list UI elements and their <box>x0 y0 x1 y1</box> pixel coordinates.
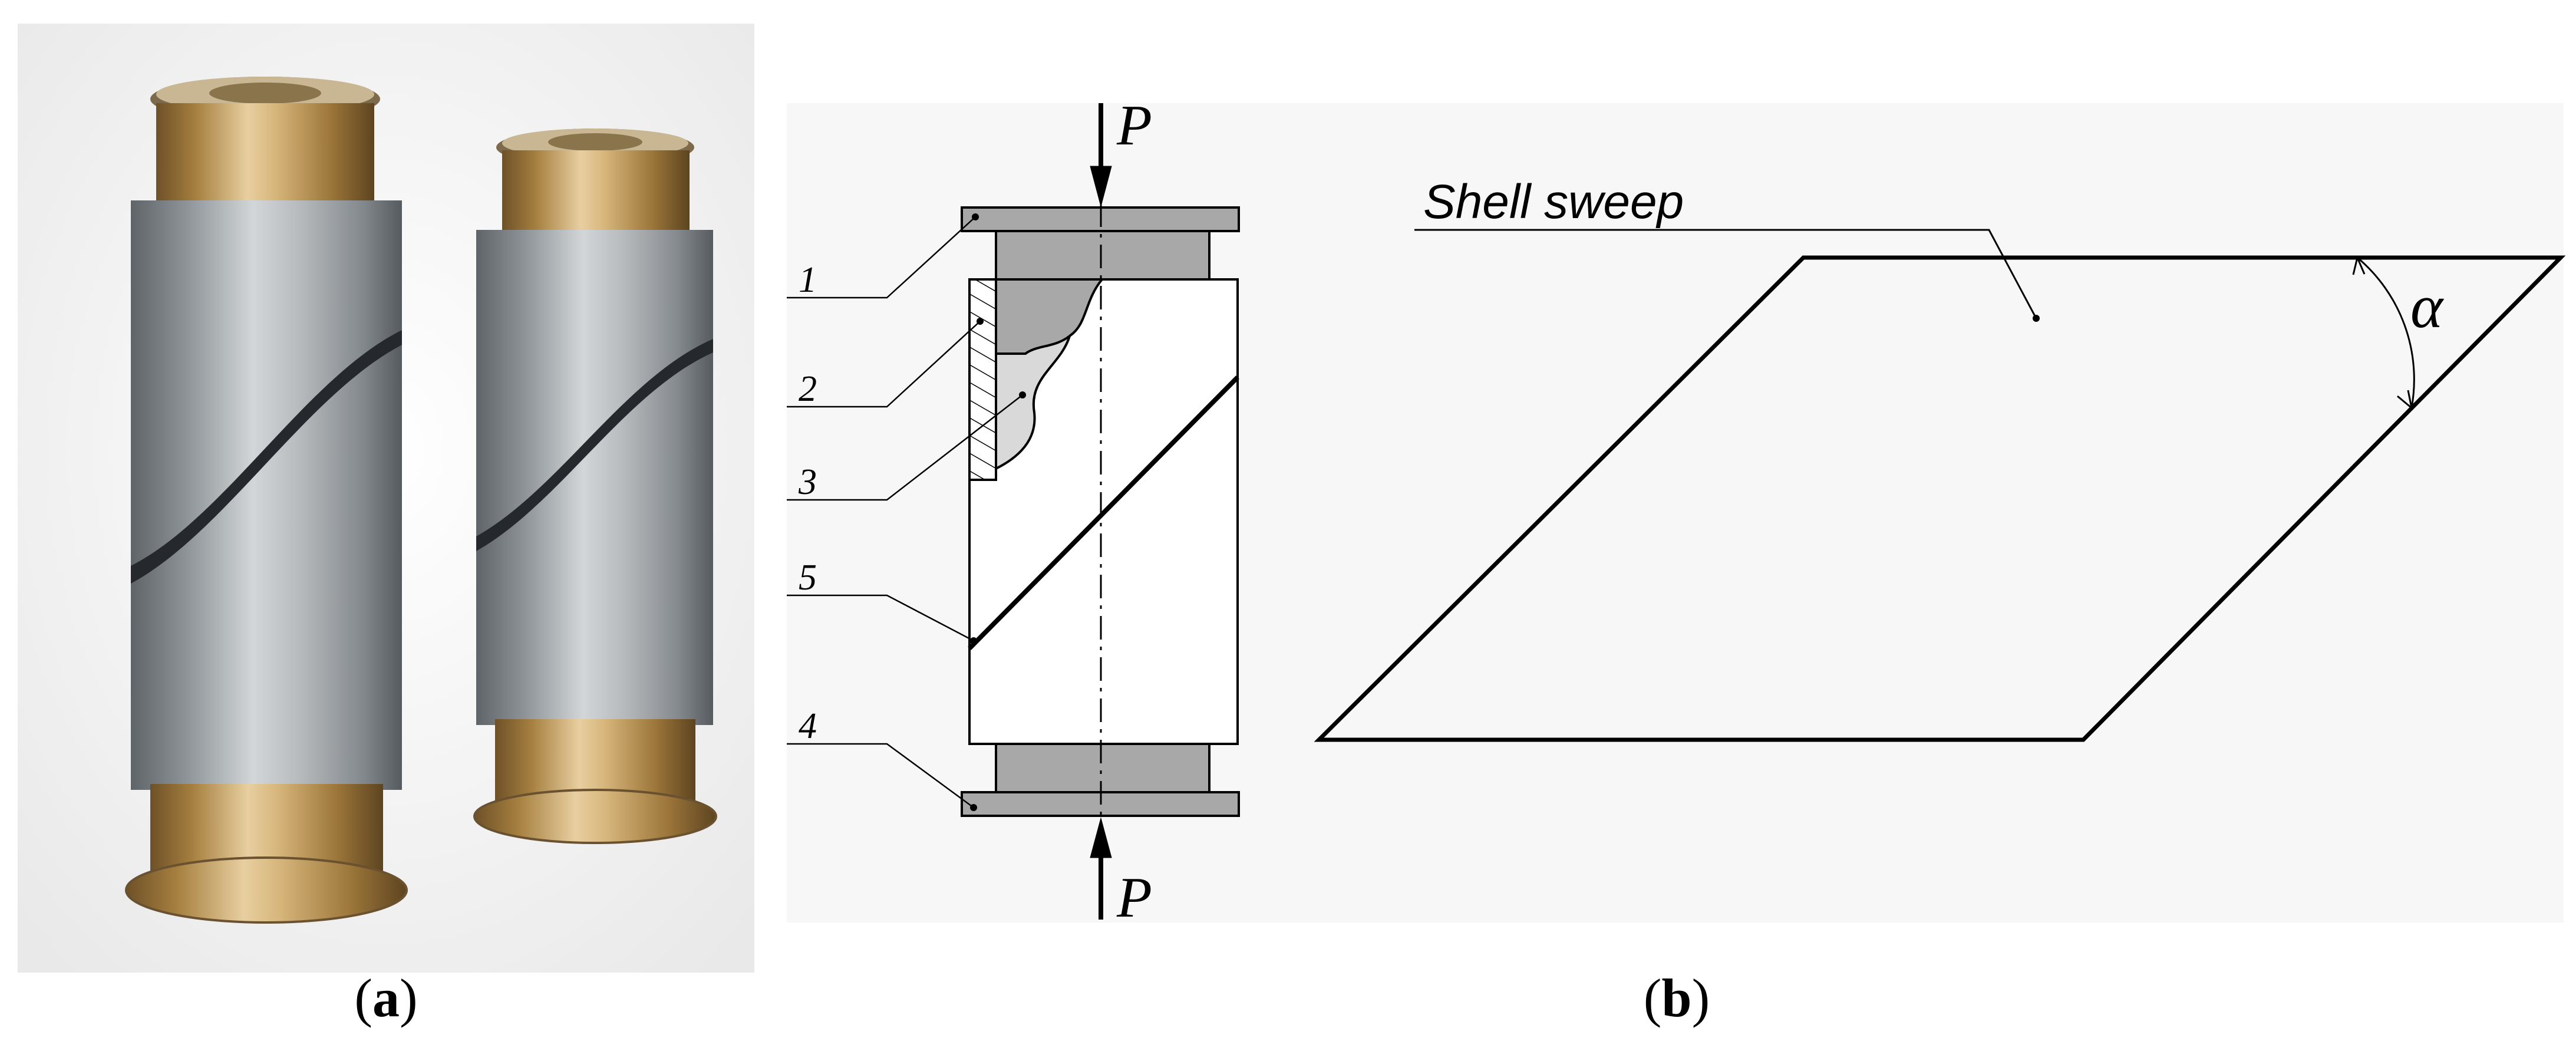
top-insert <box>995 230 1211 281</box>
helical-seam <box>968 375 1239 650</box>
filler-region <box>995 332 1072 471</box>
callout-2: 2 <box>799 369 817 409</box>
callout-3: 3 <box>798 462 817 502</box>
caption-a-close: ) <box>400 968 418 1028</box>
sweep-label: Shell sweep <box>1423 175 1684 229</box>
bottom-insert <box>995 743 1211 793</box>
angle-arc <box>2357 256 2415 408</box>
caption-a-open: ( <box>354 968 372 1028</box>
caption-a: (a) <box>327 967 445 1029</box>
callout-4: 4 <box>799 706 817 746</box>
force-label-top: P <box>1116 94 1152 157</box>
callout-dots <box>970 213 1026 811</box>
caption-b-letter: b <box>1661 968 1692 1028</box>
force-arrows <box>1090 103 1112 920</box>
caption-b: (b) <box>1618 967 1736 1029</box>
callout-leaders <box>787 216 1023 809</box>
hatched-wall <box>968 278 997 481</box>
panel-b-schematic: P P 1 2 3 5 4 <box>787 94 2566 930</box>
right-cylinder <box>473 129 717 844</box>
specimen-section <box>961 203 1240 822</box>
angle-label: α <box>2410 272 2444 341</box>
callout-5: 5 <box>799 558 817 598</box>
shell-sweep-drawing <box>1314 229 2566 742</box>
sweep-label-leader <box>1414 229 2037 319</box>
sweep-parallelogram <box>1314 255 2566 742</box>
panel-a-photo <box>18 24 754 973</box>
force-label-bottom: P <box>1116 866 1152 930</box>
caption-a-letter: a <box>372 968 400 1028</box>
callout-numbers: 1 2 3 5 4 <box>798 260 817 746</box>
left-cylinder <box>125 77 408 924</box>
callout-1: 1 <box>799 260 817 300</box>
caption-b-close: ) <box>1691 968 1710 1028</box>
caption-b-open: ( <box>1643 968 1662 1028</box>
sweep-label-dot <box>2033 315 2040 322</box>
